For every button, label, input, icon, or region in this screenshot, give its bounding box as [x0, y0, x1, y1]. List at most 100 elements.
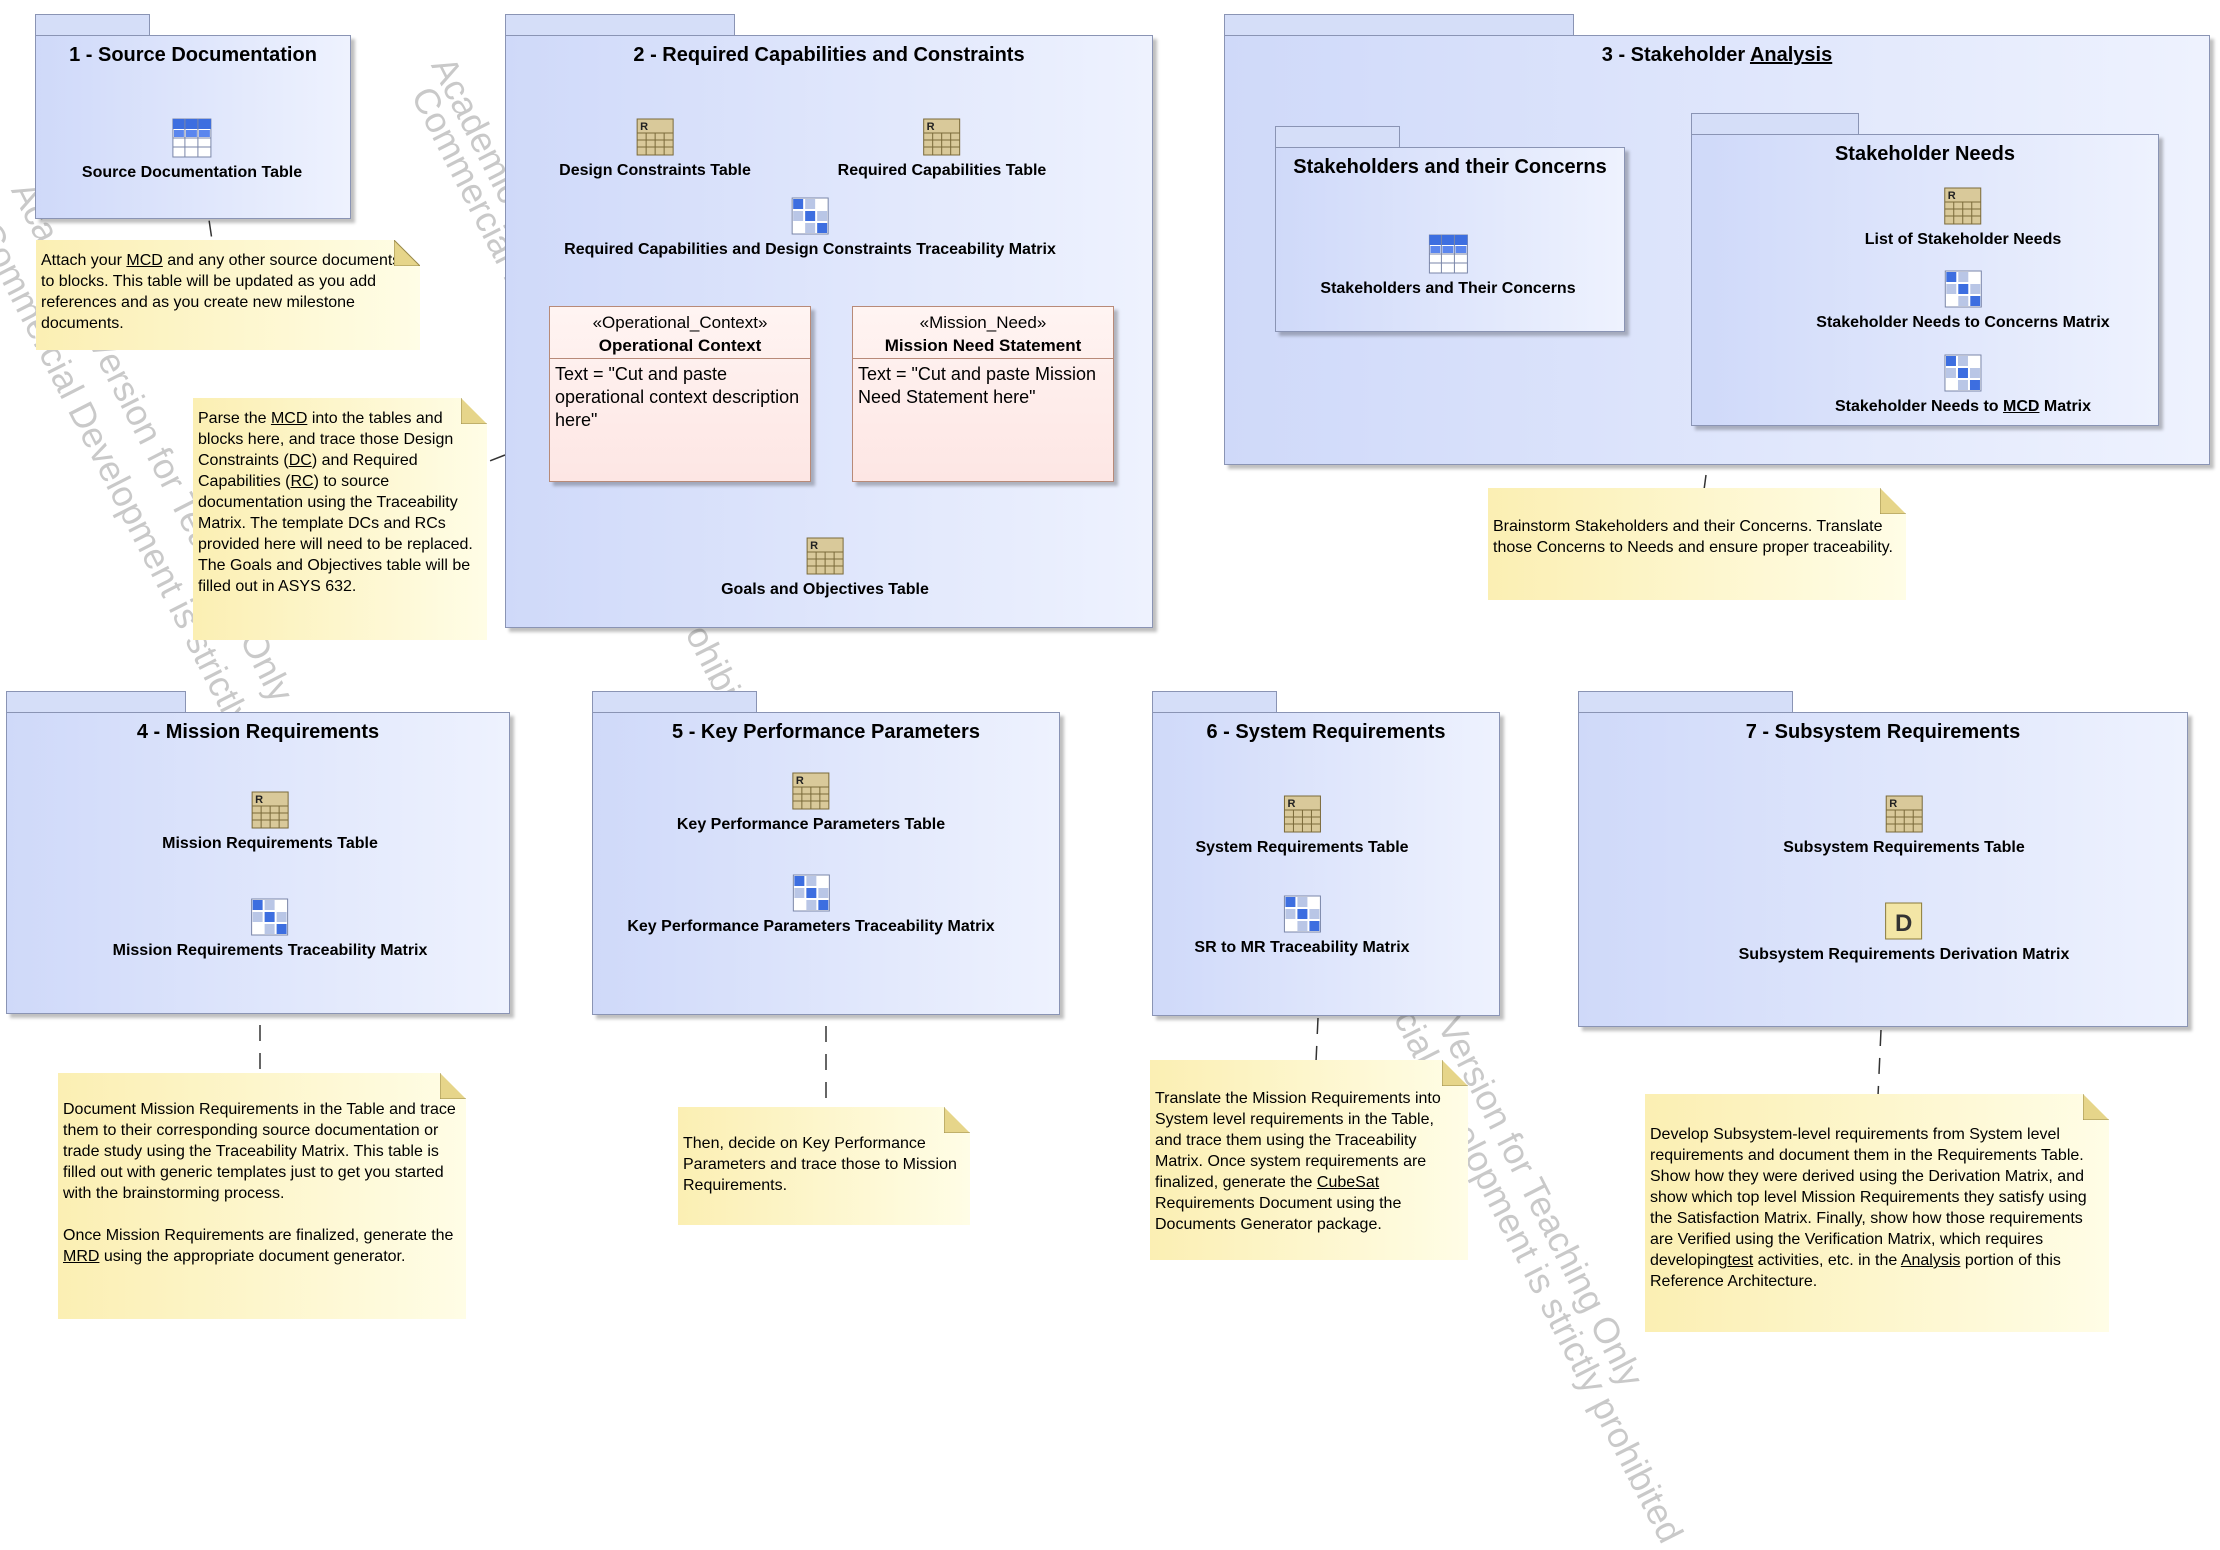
table-icon — [1428, 234, 1468, 274]
package-source-documentation[interactable]: 1 - Source Documentation Source Document… — [35, 14, 351, 219]
item-label: Key Performance Parameters Table — [676, 816, 946, 833]
note-fold-icon — [461, 398, 487, 424]
package-title: 4 - Mission Requirements — [136, 721, 380, 743]
diagram-item-key-performance-parameters-traceability-matrix[interactable]: Key Performance Parameters Traceability … — [627, 874, 995, 936]
package-title: Stakeholder Needs — [1834, 143, 2016, 165]
package-title-underlined: Analysis — [1749, 44, 1833, 66]
derivation-matrix-icon: D — [1885, 902, 1923, 940]
item-label: Stakeholder Needs to Concerns Matrix — [1816, 314, 2110, 331]
item-label: Stakeholder Needs to MCD Matrix — [1834, 398, 2092, 415]
note-fold-icon — [394, 240, 420, 266]
note-text: Develop Subsystem-level requirements fro… — [1650, 1126, 2087, 1290]
note-anchor-lines — [204, 192, 1882, 1108]
note-mission-requirements[interactable]: Document Mission Requirements in the Tab… — [58, 1073, 466, 1319]
note-fold-icon — [1442, 1060, 1468, 1086]
note-subsystem-requirements[interactable]: Develop Subsystem-level requirements fro… — [1645, 1094, 2109, 1332]
matrix-icon — [1944, 270, 1982, 308]
svg-text:R: R — [927, 121, 935, 133]
diagram-item-required-capabilities-table[interactable]: R Required Capabilities Table — [837, 118, 1047, 180]
note-fold-icon — [2083, 1094, 2109, 1120]
note-fold-icon — [944, 1107, 970, 1133]
requirement-table-icon: R — [251, 791, 289, 829]
item-label: List of Stakeholder Needs — [1864, 231, 2062, 248]
block-attribute: Text = "Cut and paste operational contex… — [555, 364, 800, 430]
package-title: 6 - System Requirements — [1206, 721, 1446, 743]
block-stereotype: «Operational_Context» — [592, 313, 768, 332]
package-title: 2 - Required Capabilities and Constraint… — [633, 44, 1025, 66]
item-label: SR to MR Traceability Matrix — [1194, 939, 1410, 956]
package-mission-requirements[interactable]: 4 - Mission Requirements R Mission Requi… — [6, 691, 510, 1014]
package-title: 7 - Subsystem Requirements — [1745, 721, 2021, 743]
matrix-icon — [1944, 354, 1982, 392]
package-title: 1 - Source Documentation — [69, 44, 317, 66]
item-label: Stakeholders and Their Concerns — [1320, 280, 1576, 297]
matrix-icon — [792, 874, 830, 912]
note-required-capabilities[interactable]: Parse the MCD into the tables and blocks… — [193, 398, 487, 640]
item-label: Mission Requirements Traceability Matrix — [112, 942, 428, 959]
diagram-item-traceability-matrix[interactable]: Required Capabilities and Design Constra… — [564, 197, 1056, 259]
svg-text:R: R — [796, 775, 804, 787]
package-title: 5 - Key Performance Parameters — [672, 721, 980, 743]
diagram-item-list-of-stakeholder-needs[interactable]: R List of Stakeholder Needs — [1864, 187, 2062, 249]
block-name: Mission Need Statement — [884, 336, 1082, 355]
note-stakeholder-analysis[interactable]: Brainstorm Stakeholders and their Concer… — [1488, 488, 1906, 600]
item-label: Goals and Objectives Table — [721, 581, 929, 598]
item-label: System Requirements Table — [1195, 839, 1409, 856]
package-stakeholders-and-their-concerns[interactable]: Stakeholders and their Concerns Stakehol… — [1275, 126, 1625, 332]
svg-text:R: R — [810, 540, 818, 552]
diagram-item-system-requirements-table[interactable]: R System Requirements Table — [1195, 795, 1409, 857]
diagram-item-subsystem-requirements-derivation-matrix[interactable]: D Subsystem Requirements Derivation Matr… — [1738, 902, 2070, 964]
matrix-icon — [251, 898, 289, 936]
diagram-item-stakeholder-needs-to-mcd-matrix[interactable]: Stakeholder Needs to MCD Matrix — [1835, 354, 2091, 416]
item-label: Subsystem Requirements Derivation Matrix — [1738, 946, 2070, 963]
svg-text:R: R — [255, 794, 263, 806]
package-title-text: 3 - Stakeholder — [1601, 44, 1750, 66]
requirement-table-icon: R — [1283, 795, 1321, 833]
package-title: 3 - Stakeholder Analysis — [1224, 44, 2210, 67]
note-text: Parse the MCD into the tables and blocks… — [198, 410, 473, 595]
item-label: Design Constraints Table — [559, 162, 751, 179]
diagram-item-stakeholder-needs-to-concerns-matrix[interactable]: Stakeholder Needs to Concerns Matrix — [1816, 270, 2110, 332]
requirement-table-icon: R — [636, 118, 674, 156]
diagram-item-goals-and-objectives-table[interactable]: R Goals and Objectives Table — [721, 537, 929, 599]
package-subsystem-requirements[interactable]: 7 - Subsystem Requirements R Subsystem R… — [1578, 691, 2188, 1027]
note-fold-icon — [1880, 488, 1906, 514]
package-key-performance-parameters[interactable]: 5 - Key Performance Parameters R Key Per… — [592, 691, 1060, 1015]
operational-context-block[interactable]: «Operational_Context» Operational Contex… — [549, 306, 811, 482]
diagram-item-mission-requirements-table[interactable]: R Mission Requirements Table — [162, 791, 378, 853]
diagram-item-sr-to-mr-traceability-matrix[interactable]: SR to MR Traceability Matrix — [1194, 895, 1410, 957]
requirement-table-icon: R — [1885, 795, 1923, 833]
diagram-item-subsystem-requirements-table[interactable]: R Subsystem Requirements Table — [1783, 795, 2025, 857]
item-label: Key Performance Parameters Traceability … — [627, 918, 995, 935]
mission-need-statement-block[interactable]: «Mission_Need» Mission Need Statement Te… — [852, 306, 1114, 482]
note-text: Document Mission Requirements in the Tab… — [63, 1101, 456, 1202]
item-label: Required Capabilities and Design Constra… — [564, 241, 1056, 258]
note-key-performance-parameters[interactable]: Then, decide on Key Performance Paramete… — [678, 1107, 970, 1225]
package-stakeholder-needs[interactable]: Stakeholder Needs R List of Stakeholder … — [1691, 113, 2159, 426]
package-system-requirements[interactable]: 6 - System Requirements R System Require… — [1152, 691, 1500, 1016]
diagram-item-mission-requirements-traceability-matrix[interactable]: Mission Requirements Traceability Matrix — [112, 898, 428, 960]
matrix-icon — [1283, 895, 1321, 933]
requirement-table-icon: R — [923, 118, 961, 156]
requirement-table-icon: R — [1944, 187, 1982, 225]
note-system-requirements[interactable]: Translate the Mission Requirements into … — [1150, 1060, 1468, 1260]
package-title: Stakeholders and their Concerns — [1293, 156, 1607, 178]
block-stereotype: «Mission_Need» — [919, 313, 1047, 332]
svg-text:R: R — [640, 121, 648, 133]
svg-text:D: D — [1895, 910, 1912, 937]
item-label: Required Capabilities Table — [837, 162, 1047, 179]
diagram-item-design-constraints-table[interactable]: R Design Constraints Table — [559, 118, 751, 180]
note-text: Once Mission Requirements are finalized,… — [63, 1227, 454, 1265]
svg-text:R: R — [1948, 190, 1956, 202]
note-text: Then, decide on Key Performance Paramete… — [683, 1135, 957, 1194]
item-label: Source Documentation Table — [81, 164, 303, 181]
block-name: Operational Context — [598, 336, 762, 355]
diagram-item-key-performance-parameters-table[interactable]: R Key Performance Parameters Table — [677, 772, 945, 834]
diagram-item-stakeholders-and-their-concerns[interactable]: Stakeholders and Their Concerns — [1320, 234, 1576, 298]
note-text: Brainstorm Stakeholders and their Concer… — [1493, 518, 1893, 556]
item-label: Subsystem Requirements Table — [1783, 839, 2025, 856]
diagram-item-source-documentation-table[interactable]: Source Documentation Table — [82, 118, 302, 182]
note-source-documentation[interactable]: Attach your MCD and any other source doc… — [36, 240, 420, 350]
matrix-icon — [791, 197, 829, 235]
note-text: Attach your MCD and any other source doc… — [41, 252, 401, 332]
